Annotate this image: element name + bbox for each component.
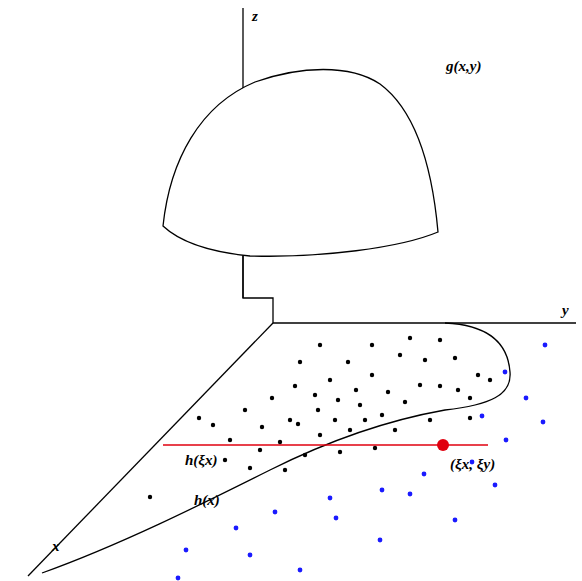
- sample-dot: [313, 393, 317, 397]
- sample-dot: [333, 418, 337, 422]
- outside-dot: [541, 420, 546, 425]
- sample-dot: [318, 343, 322, 347]
- sample-dot: [223, 458, 227, 462]
- outside-dot: [480, 414, 485, 419]
- sample-dot: [243, 408, 247, 412]
- sample-dot: [197, 416, 201, 420]
- outside-dot: [234, 526, 239, 531]
- outside-dot: [273, 510, 278, 515]
- sample-dot: [228, 438, 232, 442]
- sample-dot: [370, 373, 374, 377]
- outside-dot: [334, 516, 339, 521]
- sample-dot: [456, 388, 460, 392]
- sample-dot: [468, 396, 472, 400]
- outside-dot: [328, 496, 333, 501]
- sample-dot: [338, 450, 342, 454]
- sample-dot: [363, 418, 367, 422]
- sample-dot: [438, 338, 442, 342]
- sample-dot: [418, 383, 422, 387]
- y-axis: [273, 322, 576, 323]
- sample-dot: [248, 466, 252, 470]
- outside-dot: [380, 488, 385, 493]
- point-label: h(ξx): [183, 452, 220, 469]
- sample-dot: [488, 378, 492, 382]
- outside-dot: [248, 553, 253, 558]
- outside-dot: [453, 518, 458, 523]
- sample-dot: [408, 336, 412, 340]
- sample-dot: [316, 408, 320, 412]
- outside-dot: [543, 343, 548, 348]
- sample-dot: [438, 384, 442, 388]
- axis-label: y: [560, 302, 571, 319]
- outside-dot: [184, 548, 189, 553]
- sample-dot: [348, 428, 352, 432]
- sample-dot: [428, 418, 432, 422]
- outside-dot: [298, 568, 303, 573]
- sample-dot: [468, 416, 472, 420]
- outside-dot: [378, 538, 383, 543]
- sample-dot: [393, 428, 397, 432]
- sample-dot: [403, 400, 407, 404]
- sample-dot: [476, 373, 480, 377]
- outside-dot: [408, 492, 413, 497]
- sample-dot: [386, 390, 390, 394]
- sample-dot: [270, 396, 274, 400]
- sample-dot: [318, 433, 322, 437]
- sample-dot: [398, 353, 402, 357]
- sample-dot: [453, 356, 457, 360]
- sample-dot: [283, 468, 287, 472]
- sample-dot: [298, 360, 302, 364]
- sample-dot: [380, 413, 384, 417]
- sample-dot: [358, 403, 362, 407]
- sample-dot: [373, 446, 377, 450]
- sample-dot: [354, 388, 358, 392]
- outside-dot: [503, 370, 508, 375]
- sample-dot: [346, 360, 350, 364]
- outside-dot: [524, 396, 529, 401]
- sample-dot: [258, 448, 262, 452]
- outside-dot: [493, 483, 498, 488]
- sample-dot: [303, 453, 307, 457]
- axis-label: z: [250, 8, 260, 25]
- axis-label: x: [50, 538, 62, 555]
- region-curve-h: [42, 323, 510, 573]
- point-label: (ξx, ξy): [448, 456, 497, 473]
- x-axis: [28, 323, 273, 576]
- sample-dot: [293, 384, 297, 388]
- sample-dot: [423, 358, 427, 362]
- sample-dot: [260, 425, 264, 429]
- sample-dot: [288, 418, 292, 422]
- red-point: [437, 439, 449, 451]
- outside-dot: [422, 472, 427, 477]
- axis-corner: [243, 256, 273, 323]
- sample-dot: [296, 422, 300, 426]
- sample-dot: [211, 423, 215, 427]
- sample-dot: [278, 440, 282, 444]
- surface-label: g(x,y): [444, 58, 483, 75]
- sample-dot: [336, 398, 340, 402]
- sample-dot: [148, 495, 152, 499]
- surface-g: [163, 70, 438, 257]
- curve-label: h(x): [192, 492, 222, 509]
- sample-dot: [328, 378, 332, 382]
- sample-dot: [370, 343, 374, 347]
- outside-dot: [504, 438, 509, 443]
- outside-dot: [176, 576, 181, 581]
